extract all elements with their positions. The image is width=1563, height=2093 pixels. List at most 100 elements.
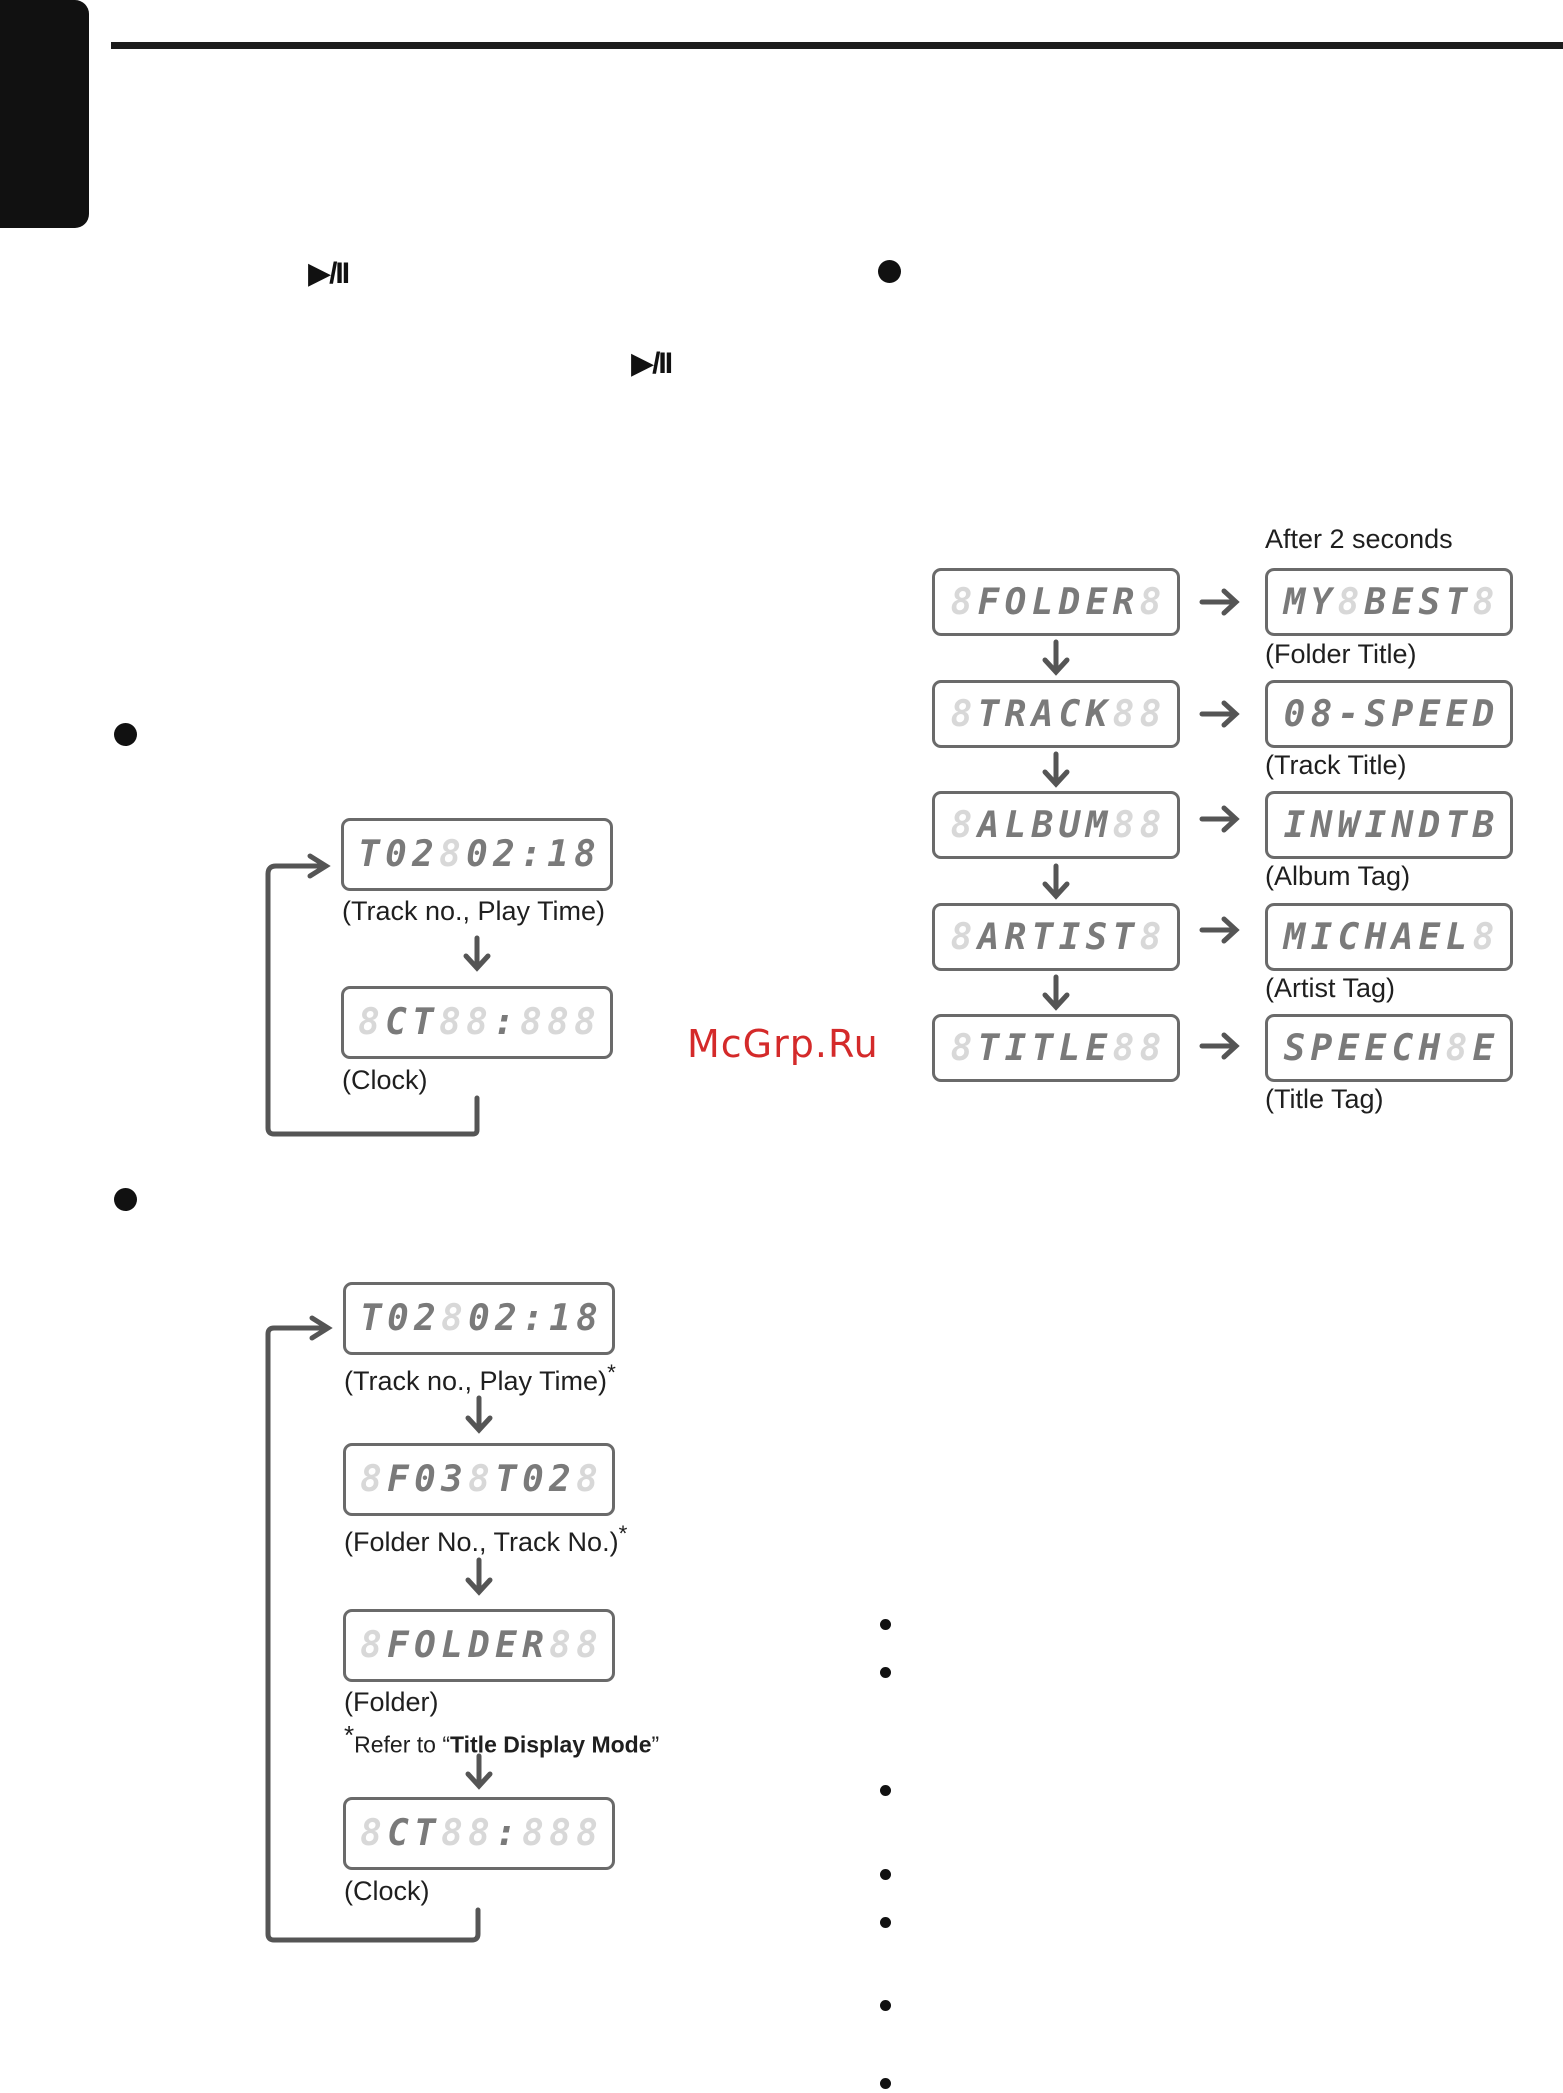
lcd-segment: E	[1472, 1027, 1495, 1069]
lcd-segment: 0	[385, 834, 407, 875]
display-caption: (Folder Title)	[1265, 639, 1417, 669]
lcd-segment: 8	[549, 1813, 571, 1854]
lcd-segment: 2	[549, 1459, 571, 1500]
lcd-segment: S	[1283, 1027, 1306, 1069]
lcd-segment: T	[412, 1002, 434, 1043]
lcd-segment: R	[522, 1625, 544, 1666]
lcd-segment: U	[1058, 804, 1081, 846]
lcd-segment: A	[977, 804, 1000, 846]
lcd-segment: 8	[360, 1625, 382, 1666]
lcd-segment: T	[1445, 581, 1468, 623]
lcd-segment: M	[1085, 804, 1108, 846]
lcd-segment: 2	[412, 834, 434, 875]
lcd-segment: T	[1031, 1027, 1054, 1069]
lcd-segment: 8	[522, 1813, 544, 1854]
lcd-segment: 8	[1472, 581, 1495, 623]
lcd-segment: 3	[441, 1459, 463, 1500]
lcd-segment: C	[1058, 693, 1081, 735]
lcd-segment: O	[414, 1625, 436, 1666]
lcd-segment: E	[1391, 581, 1414, 623]
lcd-segment: L	[1058, 1027, 1081, 1069]
lcd-segment: M	[1283, 581, 1306, 623]
lcd-segment: E	[1085, 581, 1108, 623]
section-bullet	[114, 723, 137, 746]
list-bullet	[880, 1667, 891, 1678]
lcd-segment: H	[1364, 916, 1387, 958]
lcd-segment: M	[1283, 916, 1306, 958]
lcd-segment: 8	[468, 1813, 490, 1854]
lcd-segment: C	[1391, 1027, 1414, 1069]
lcd-segment: T	[1112, 916, 1135, 958]
lcd-segment: 8	[1139, 693, 1162, 735]
lcd-segment: R	[1004, 916, 1027, 958]
lcd-segment: :	[520, 834, 542, 875]
lcd-segment: B	[1364, 581, 1387, 623]
list-bullet	[880, 1869, 891, 1880]
lcd-segment: I	[1364, 804, 1387, 846]
display-caption: (Folder)	[344, 1687, 439, 1717]
lcd-segment: F	[977, 581, 1000, 623]
lcd-segment: E	[495, 1625, 517, 1666]
lcd-segment: E	[1418, 916, 1441, 958]
lcd-segment: N	[1310, 804, 1333, 846]
section-bullet	[114, 1188, 137, 1211]
display-caption: (Track Title)	[1265, 750, 1407, 780]
lcd-segment: P	[1391, 693, 1414, 735]
lcd-segment: A	[1391, 916, 1414, 958]
display-caption: (Clock)	[342, 1065, 428, 1095]
lcd-segment: 8	[1310, 693, 1333, 735]
lcd-segment: L	[1445, 916, 1468, 958]
lcd-segment: 8	[1112, 804, 1135, 846]
lcd-segment: 8	[1445, 1027, 1468, 1069]
lcd-segment: 8	[549, 1625, 571, 1666]
lcd-segment: 8	[358, 1002, 380, 1043]
lcd-segment: 8	[360, 1813, 382, 1854]
display-caption: (Folder No., Track No.)*	[344, 1521, 628, 1557]
lcd-segment: T	[1445, 804, 1468, 846]
lcd-segment: E	[1337, 1027, 1360, 1069]
lcd-segment: 8	[1112, 1027, 1135, 1069]
lcd-segment: F	[387, 1625, 409, 1666]
lcd-segment: 8	[468, 1459, 490, 1500]
lcd-segment: 8	[950, 693, 973, 735]
lcd-segment: 8	[574, 1002, 596, 1043]
lcd-segment: I	[1004, 1027, 1027, 1069]
lcd-segment: 1	[549, 1298, 571, 1339]
lcd-segment: L	[1031, 581, 1054, 623]
lcd-segment: 8	[1139, 916, 1162, 958]
lcd-segment: T	[495, 1459, 517, 1500]
lcd-segment: T	[1031, 916, 1054, 958]
lcd-segment: T	[977, 693, 1000, 735]
refer-note: *Refer to “Title Display Mode”	[344, 1720, 660, 1758]
lcd-segment: 8	[360, 1459, 382, 1500]
lcd-segment: 1	[547, 834, 569, 875]
lcd-segment: 0	[414, 1459, 436, 1500]
watermark: McGrp.Ru	[687, 1022, 879, 1066]
lcd-segment: N	[1391, 804, 1414, 846]
lcd-segment: 8	[950, 581, 973, 623]
display-caption: (Track no., Play Time)*	[344, 1360, 616, 1396]
lcd-segment: I	[1283, 804, 1306, 846]
section-bullet	[878, 260, 901, 283]
list-bullet	[880, 1917, 891, 1928]
lcd-segment: B	[1472, 804, 1495, 846]
lcd-segment: S	[1085, 916, 1108, 958]
display-caption: (Artist Tag)	[1265, 973, 1396, 1003]
lcd-segment: D	[468, 1625, 490, 1666]
lcd-segment: 8	[576, 1459, 598, 1500]
lcd-segment: T	[414, 1813, 436, 1854]
lcd-segment: D	[1058, 581, 1081, 623]
lcd-segment: :	[495, 1813, 517, 1854]
play-pause-icon: ▶/II	[631, 347, 673, 380]
lcd-segment: F	[387, 1459, 409, 1500]
lcd-segment: I	[1310, 916, 1333, 958]
